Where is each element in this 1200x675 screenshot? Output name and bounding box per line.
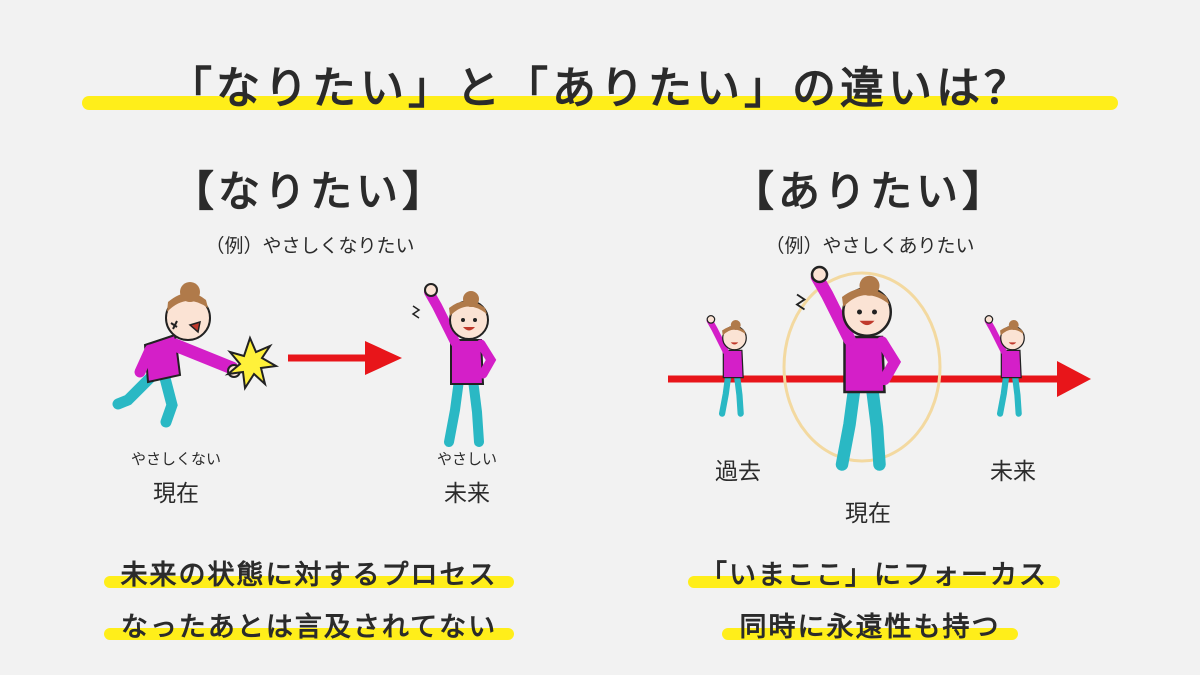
left-line1-highlight (104, 576, 514, 588)
right-line2-highlight (722, 628, 1018, 640)
title-highlight (82, 96, 1118, 110)
angry-person-figure (112, 282, 241, 428)
right-present-label: 現在 (845, 501, 891, 527)
left-future-caption: やさしい (436, 450, 497, 468)
present-circle (782, 271, 942, 463)
left-future-label: 未来 (444, 481, 490, 507)
left-example: （例）やさしくなりたい (205, 235, 415, 257)
left-line2-highlight (104, 628, 514, 640)
right-line1-highlight (688, 576, 1060, 588)
right-heading: 【ありたい】 (731, 167, 1008, 216)
left-statement-2: なったあとは言及されてない (120, 612, 498, 643)
future-person-figure (984, 315, 1025, 417)
right-future-label: 未来 (990, 459, 1036, 485)
left-arrow-head-icon (365, 341, 402, 375)
present-person-figure (795, 265, 902, 471)
right-statement-1: 「いまここ」にフォーカス (700, 560, 1048, 591)
impact-star-icon (224, 335, 280, 391)
left-present-label: 現在 (153, 481, 199, 507)
left-statement-1: 未来の状態に対するプロセス (120, 560, 498, 591)
timeline-arrow-head-icon (1057, 361, 1091, 397)
past-person-figure (706, 315, 747, 417)
right-statement-2: 同時に永遠性も持つ (739, 612, 1001, 643)
right-past-label: 過去 (715, 459, 761, 485)
happy-person-future-figure (411, 283, 497, 447)
left-present-caption: やさしくない (130, 450, 221, 468)
page-title: 「なりたい」と「ありたい」の違いは？ (168, 63, 1032, 114)
right-example: （例）やさしくありたい (765, 235, 975, 257)
left-heading: 【なりたい】 (171, 167, 448, 216)
